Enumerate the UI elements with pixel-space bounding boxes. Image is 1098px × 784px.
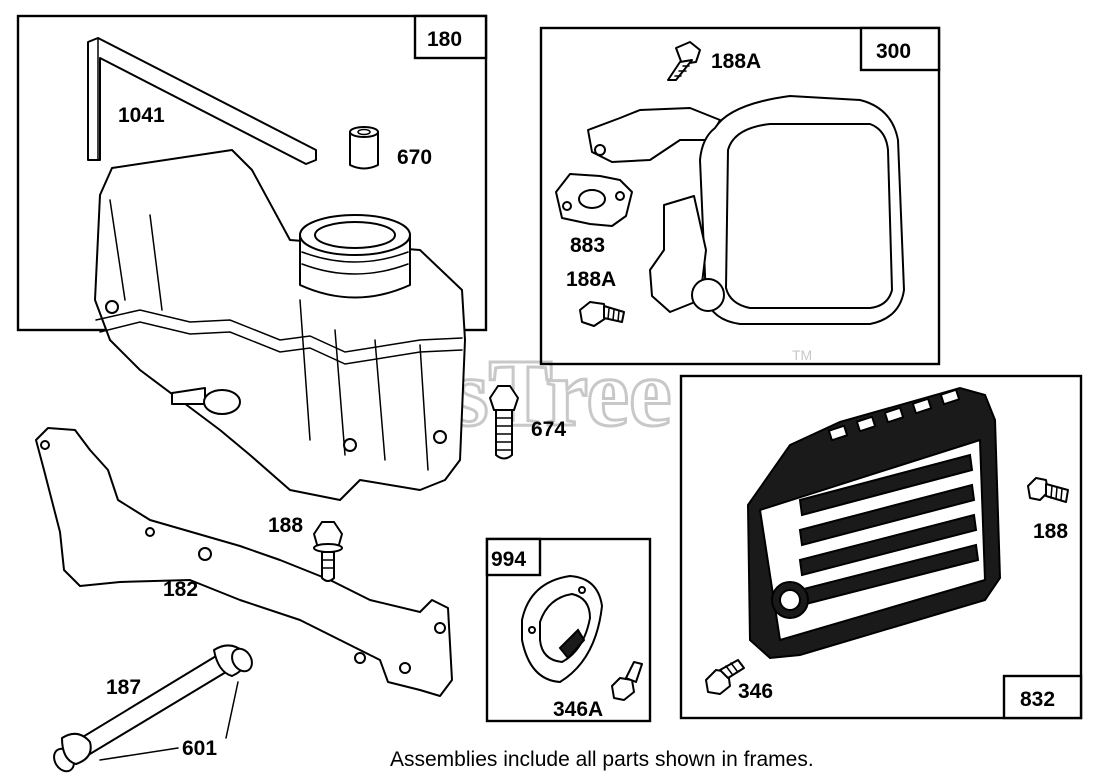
frame-832[interactable]: 832 [679, 374, 1083, 720]
part-188-bolt-mid[interactable] [313, 521, 343, 582]
spark-arrestor[interactable] [521, 575, 603, 683]
callout-346a: 346A [553, 698, 603, 721]
callout-188a-mid: 188A [566, 268, 616, 291]
frame-180-tag [413, 14, 488, 60]
part-182-bracket[interactable] [35, 427, 453, 697]
frame-994-label: 994 [491, 548, 526, 571]
frame-832-tag [1002, 674, 1083, 720]
part-674-bolt[interactable] [489, 385, 519, 460]
part-188a-screw-mid[interactable] [579, 301, 625, 327]
footer-note: Assemblies include all parts shown in fr… [390, 748, 814, 771]
part-601-clamps[interactable] [61, 644, 256, 765]
part-1041-rod[interactable] [87, 37, 317, 165]
frame-300-label: 300 [876, 40, 911, 63]
callout-188-right: 188 [1033, 520, 1068, 543]
muffler-guard[interactable] [746, 386, 1002, 660]
frame-832-label: 832 [1020, 688, 1055, 711]
part-188a-screw-top[interactable] [667, 41, 701, 81]
part-670-bushing[interactable] [349, 126, 379, 170]
part-346a-screw[interactable] [611, 661, 643, 701]
part-188-screw-right[interactable] [1027, 477, 1069, 503]
frame-180-label: 180 [427, 28, 462, 51]
leader-lines-601 [99, 681, 239, 761]
callout-188a-top: 188A [711, 50, 761, 73]
callout-670: 670 [397, 146, 432, 169]
frame-300[interactable]: 300 [539, 26, 941, 366]
frame-300-border [539, 26, 941, 366]
callout-1041: 1041 [118, 104, 165, 127]
frame-994-border [485, 537, 652, 723]
callout-674: 674 [531, 418, 566, 441]
frame-832-border [679, 374, 1083, 720]
muffler[interactable] [587, 95, 905, 325]
fuel-tank[interactable] [94, 149, 466, 501]
frame-300-tag [859, 26, 941, 72]
frame-994-tag [485, 537, 542, 577]
callout-346: 346 [738, 680, 773, 703]
callout-187: 187 [106, 676, 141, 699]
part-883-gasket[interactable] [555, 173, 633, 227]
callout-188-mid: 188 [268, 514, 303, 537]
callout-883: 883 [570, 234, 605, 257]
callout-601: 601 [182, 737, 217, 760]
callout-182: 182 [163, 578, 198, 601]
part-346-screw[interactable] [705, 659, 745, 695]
watermark-trademark: TM [792, 347, 812, 363]
frame-994[interactable]: 994 [485, 537, 652, 723]
